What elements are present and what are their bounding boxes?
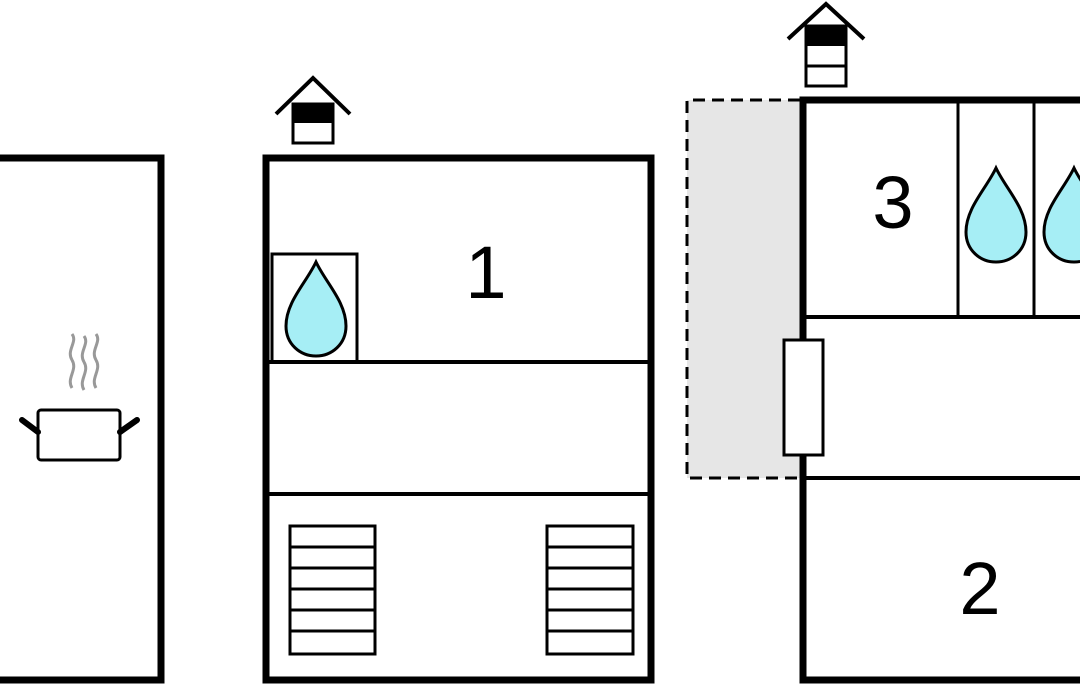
water-drop-icon	[964, 166, 1028, 264]
room-1-block: 1	[262, 75, 655, 684]
bed-icon	[545, 524, 635, 656]
water-drop-icon	[284, 260, 348, 358]
bed-icon	[288, 524, 377, 656]
house-exit-icon	[786, 1, 866, 88]
bathroom-1	[270, 252, 359, 364]
terrace	[685, 98, 800, 480]
kitchen-block	[0, 154, 165, 684]
room-1-label: 1	[465, 231, 506, 314]
door	[782, 338, 825, 457]
right-block: 3 2	[782, 1, 1080, 684]
house-exit-icon	[274, 75, 352, 145]
room-3-label: 3	[872, 161, 913, 244]
cooking-pot-icon	[19, 333, 140, 462]
room-2-label: 2	[959, 547, 1000, 630]
water-drop-icon	[1042, 166, 1080, 264]
